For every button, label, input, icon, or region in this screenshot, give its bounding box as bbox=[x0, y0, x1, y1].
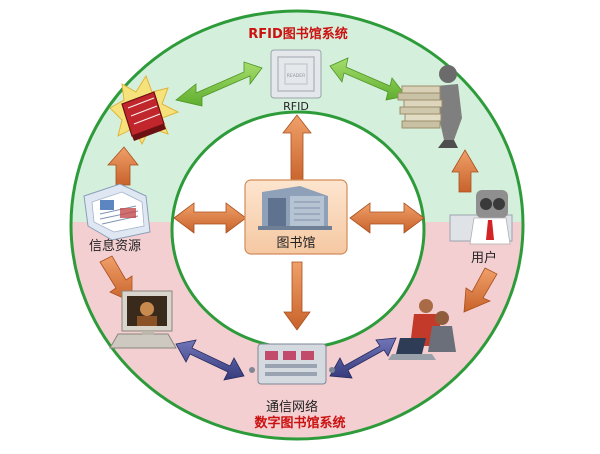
svg-text:READER: READER bbox=[287, 73, 305, 79]
user-label: 用户 bbox=[471, 250, 497, 266]
user: 用户 bbox=[449, 190, 513, 266]
digital-library-title: 数字图书馆系统 bbox=[254, 415, 345, 431]
person-with-books bbox=[397, 65, 462, 148]
users-at-laptop bbox=[388, 299, 456, 360]
blue-arrow-left bbox=[175, 339, 245, 381]
blue-arrow-right bbox=[329, 337, 397, 379]
green-arrow-left bbox=[175, 61, 263, 107]
computer-terminal-icon bbox=[109, 290, 177, 349]
center-library-box: 图书馆 bbox=[244, 179, 348, 255]
rfid-reader-icon: READER bbox=[270, 49, 322, 99]
people-laptop-icon bbox=[388, 299, 456, 360]
person-carrying-books-icon bbox=[397, 65, 462, 148]
newspaper-icon bbox=[83, 183, 151, 241]
orange-arrow-user-up bbox=[451, 149, 479, 193]
information-resources-label: 信息资源 bbox=[89, 238, 141, 254]
center-library-label: 图书馆 bbox=[276, 236, 315, 251]
rfid-device: READER RFID bbox=[270, 49, 322, 113]
information-resources: 信息资源 bbox=[83, 183, 151, 254]
orange-arrow-down-center bbox=[283, 261, 311, 331]
book-burst-icon bbox=[109, 74, 180, 146]
network: 通信网络 bbox=[249, 343, 335, 415]
network-equipment-icon bbox=[249, 343, 335, 385]
books-burst bbox=[109, 74, 180, 146]
library-building-icon bbox=[258, 186, 332, 230]
network-label: 通信网络 bbox=[266, 399, 318, 415]
rfid-device-label: RFID bbox=[283, 100, 309, 113]
computer-terminal bbox=[109, 290, 177, 349]
user-binoculars-icon bbox=[449, 190, 513, 245]
orange-arrow-user-down bbox=[463, 267, 498, 313]
orange-double-arrow-right bbox=[349, 202, 425, 234]
rfid-system-title: RFID图书馆系统 bbox=[248, 26, 348, 42]
